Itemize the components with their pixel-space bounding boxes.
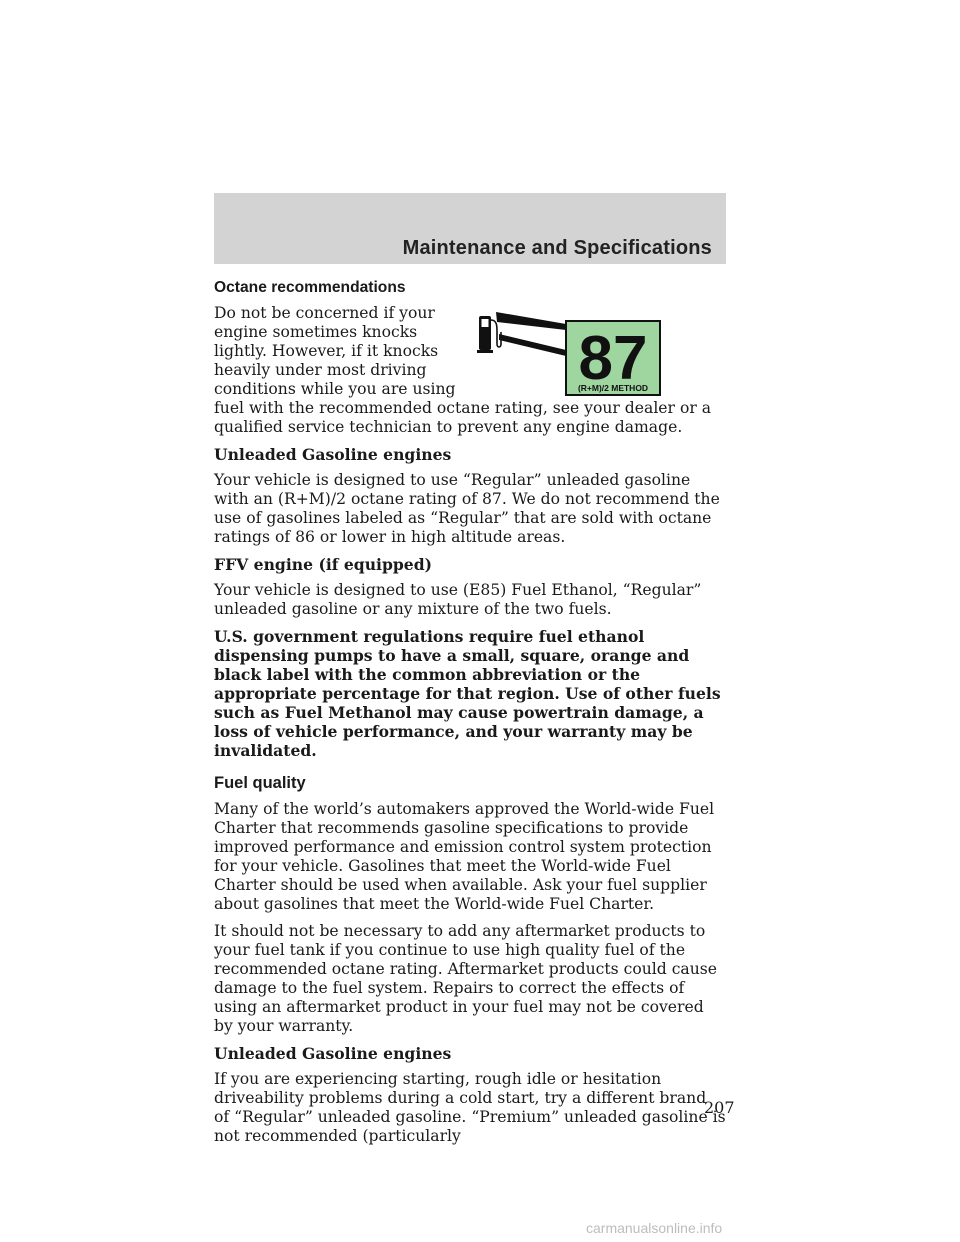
fuel-quality-text-1: Many of the world’s automakers approved …: [214, 800, 715, 913]
octane-number: 87: [579, 324, 648, 393]
unleaded-heading-2: Unleaded Gasoline engines: [214, 1044, 452, 1063]
label-callout-ray-lower: [499, 334, 566, 356]
fuel-quality-heading: Fuel quality: [214, 774, 306, 792]
header-band: Maintenance and Specifications: [214, 193, 726, 264]
ffv-heading: FFV engine (if equipped): [214, 555, 432, 574]
unleaded-heading-1: Unleaded Gasoline engines: [214, 445, 452, 464]
octane-method: (R+M)/2 METHOD: [578, 383, 648, 393]
page-content: Octane recommendations 87 (R+M)/2 METHOD…: [214, 278, 726, 1154]
fuel-pump-octane-label-illustration: 87 (R+M)/2 METHOD: [477, 312, 661, 396]
unleaded-text-1: Your vehicle is designed to use “Regular…: [214, 471, 720, 546]
fuel-pump-icon: [477, 316, 502, 353]
fuel-quality-text-2: It should not be necessary to add any af…: [214, 922, 718, 1035]
watermark: carmanualsonline.info: [586, 1220, 723, 1236]
octane-intro: Do not be concerned if your engine somet…: [214, 304, 712, 436]
label-callout-ray: [496, 312, 566, 330]
page-number: 207: [704, 1098, 735, 1117]
octane-heading: Octane recommendations: [214, 279, 406, 296]
section-title: Maintenance and Specifications: [402, 237, 712, 259]
ffv-warning: U.S. government regulations require fuel…: [214, 627, 721, 760]
unleaded-text-2: If you are experiencing starting, rough …: [214, 1070, 726, 1145]
ffv-text: Your vehicle is designed to use (E85) Fu…: [214, 581, 702, 618]
octane-label-87: 87 (R+M)/2 METHOD: [565, 320, 661, 396]
